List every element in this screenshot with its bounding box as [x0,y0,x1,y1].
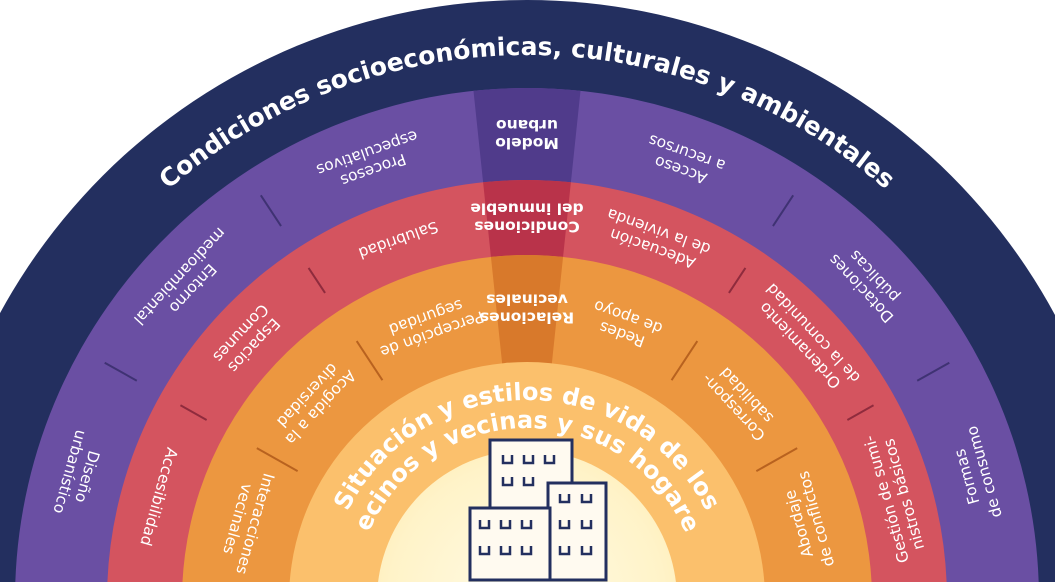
third-divider [755,447,798,472]
third-sector-label: Relaciones [480,309,574,327]
third-divider [670,340,699,381]
outer-divider [916,361,950,382]
window [478,546,491,556]
outer-sector-label: urbano [496,116,558,134]
window [580,546,593,556]
window [520,546,533,556]
outer-sector-label: Modelo [495,134,559,152]
window [558,520,571,530]
third-divider [256,447,299,472]
window [501,455,514,465]
window [558,494,571,504]
second-sector-label: del inmueble [470,200,583,218]
window [522,477,535,487]
window [520,520,533,530]
outer-divider [772,194,795,227]
window [558,546,571,556]
window [478,520,491,530]
second-divider [728,267,747,294]
window [501,477,514,487]
building-outline [468,506,552,582]
outer-divider [104,361,138,382]
sector-dividers [104,194,950,472]
second-header-wedge [483,179,571,257]
second-divider [307,267,326,294]
third-header-wedge [490,255,564,374]
buildings-icon [468,438,608,582]
third-divider [355,340,384,381]
window [543,455,556,465]
window [499,520,512,530]
second-divider [846,404,875,421]
outer-divider [259,194,282,227]
second-divider [179,404,208,421]
outer-header-wedge [473,87,581,183]
window [580,494,593,504]
window [499,546,512,556]
window [580,520,593,530]
building-outline [546,481,608,582]
window [522,455,535,465]
third-sector-label: vecinales [486,291,568,309]
second-sector-label: Condiciones [474,218,579,236]
